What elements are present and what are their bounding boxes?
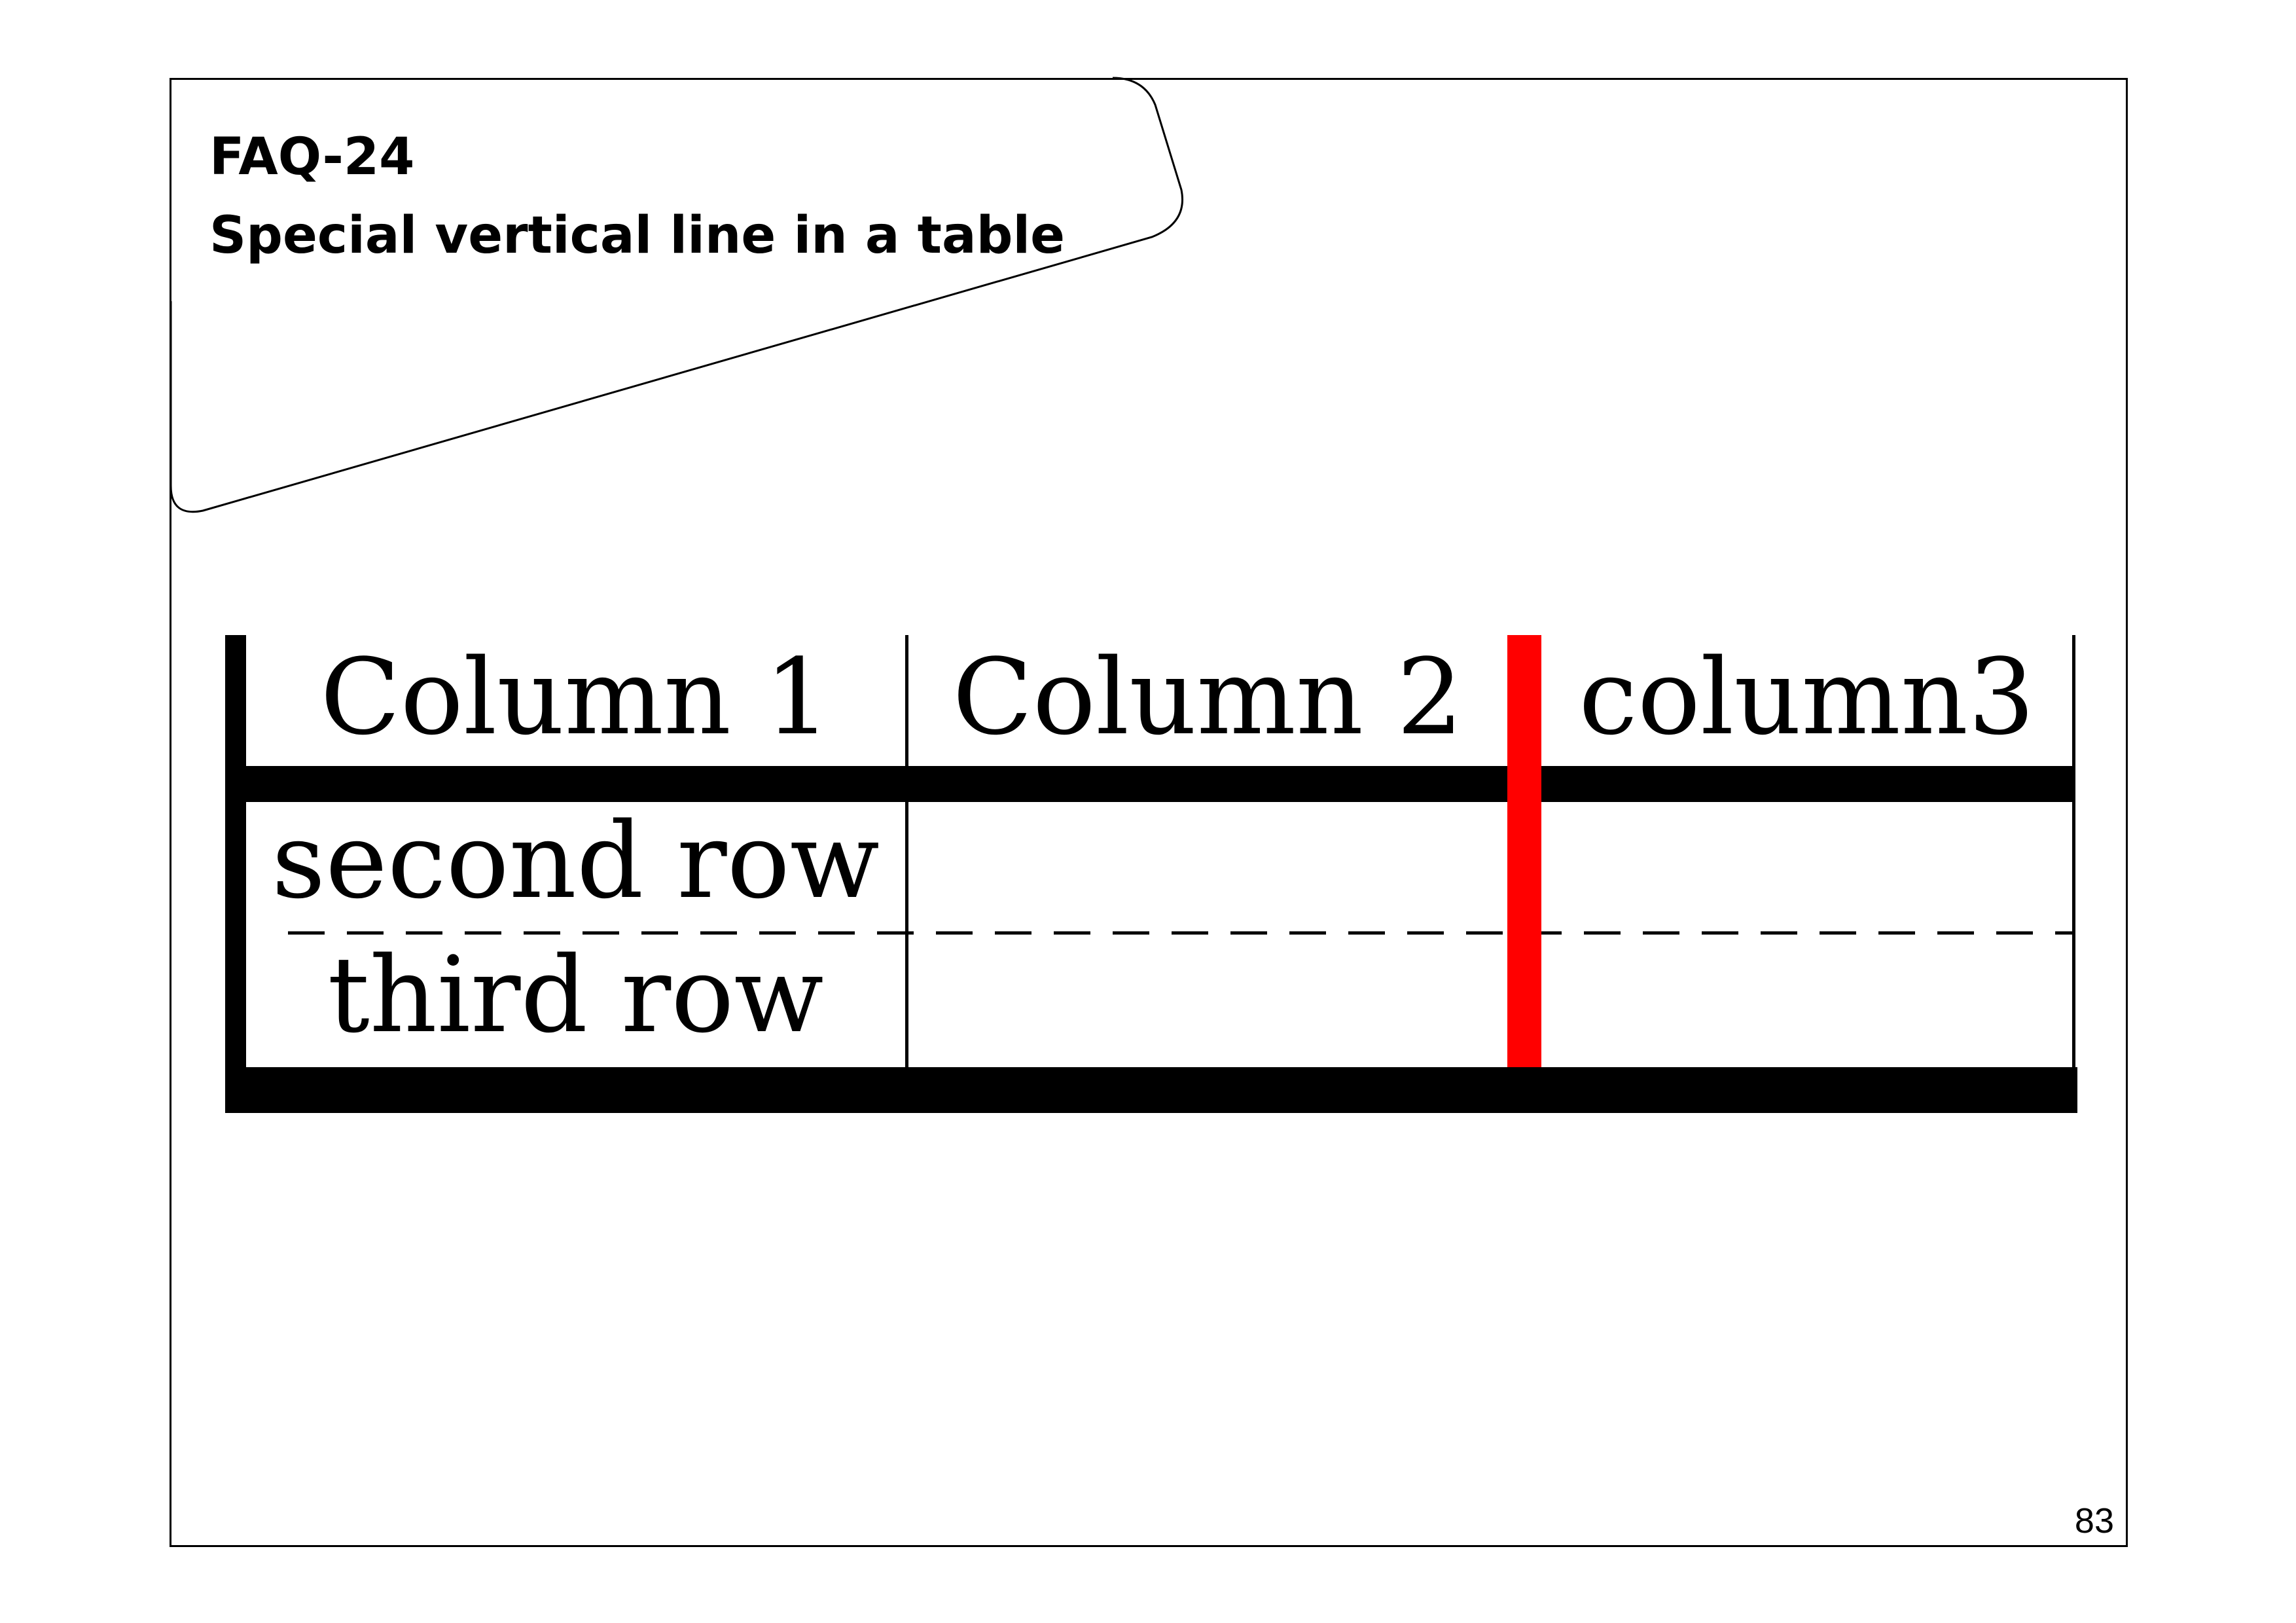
col1-col2-rule [905,635,908,1067]
header-cell-1: Column 1 [320,636,831,758]
slide-title: FAQ-24 Special vertical line in a table [209,118,1065,275]
slide-title-code: FAQ-24 [209,128,415,187]
bottom-thick-rule [225,1067,2077,1113]
header-thick-rule [225,766,2075,802]
page-number: 83 [2074,1501,2114,1541]
left-thick-rule [225,635,246,1113]
header-cell-3: column3 [1579,636,2035,758]
right-rule [2072,635,2075,1067]
header-cell-2: Column 2 [952,636,1463,758]
special-red-rule [1507,635,1541,1067]
slide-title-subject: Special vertical line in a table [209,206,1066,265]
row-2-cell-1: third row [327,934,824,1056]
row-1-cell-1: second row [272,799,880,922]
